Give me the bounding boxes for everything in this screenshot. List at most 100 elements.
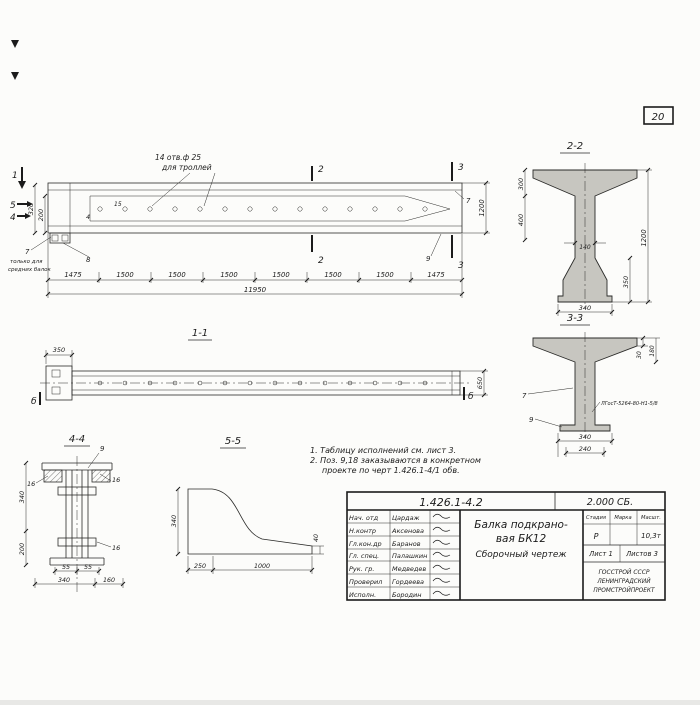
dim-350: 350 [622,276,630,288]
section-marker-4: 4 [10,213,31,223]
note-line3: проекте по черт 1.426.1-4/1 обв. [322,466,460,475]
dim-seg-4: 1500 [272,271,289,279]
signature [432,513,451,519]
sheets-label: Листов 3 [625,550,658,558]
trolley-holes [97,206,428,212]
staff-name-3: Палашкин [392,552,427,560]
dim-180: 180 [649,345,656,357]
pos-9: 9 [426,255,431,263]
signature [432,564,451,570]
hole-note-line1: 14 отв.ф 25 [155,153,201,162]
staff-role-5: Проверил [349,578,382,586]
plan-holes [97,380,428,386]
doc-number: 1.426.1-4.2 [419,496,482,509]
dim-650: 650 [476,377,484,389]
marker-4-label: 4 [10,213,16,223]
registration-marks [11,40,19,80]
section-2-2-title: 2-2 [567,141,583,152]
staff-role-4: Рук. гр. [349,565,374,573]
mass-value: 10,3т [641,532,662,540]
hole-note-line2: для троллей [161,163,212,172]
dim-320: 320 [27,203,35,215]
dim-seg-1: 1500 [116,271,133,279]
staff-name-1: Аксенова [391,527,424,535]
dim-400: 400 [517,214,525,226]
section-4-4: 4-4 9 16 16 16 340 [18,434,126,595]
dim-240: 240 [579,445,591,453]
pos-7b: 7 [466,197,471,205]
section-marker-1: 1 [12,167,26,189]
sheet-number-box: 20 [643,106,674,125]
section-3-3: 3-3 30 180 7 9 ЛГосТ-5264-80-Н1-5/8 340 … [522,313,660,457]
dim-1200-section: 1200 [640,229,648,246]
elevation-pos-labels: 4 7 только для средних балок 8 9 7 [8,190,471,273]
org-line1: ГОССТРОЙ СССР [598,569,649,576]
title-block: 1.426.1-4.2 2.000 СБ. Нач. отд Цардаж Н.… [346,491,666,601]
pos-16b: 16 [112,476,120,484]
col-mark: Марка [614,515,631,521]
dim-30: 30 [636,351,643,359]
pos-16c: 16 [112,544,120,552]
pos-9-section44: 9 [100,445,105,453]
dim-40: 40 [313,534,320,542]
dim-340: 340 [579,304,591,312]
dim-15: 15 [114,201,122,208]
marker-b-left: б [31,397,37,407]
elevation-dim-chain: 1475 1500 1500 1500 1500 1500 1500 1475 … [45,234,465,298]
weld-note: ЛГосТ-5264-80-Н1-5/8 [600,401,658,407]
staff-role-6: Исполн. [349,591,376,599]
dim-160: 160 [103,577,115,584]
section-5-5: 5-5 340 40 250 1000 [170,436,324,574]
marker-5-label: 5 [10,201,16,211]
pos-9-section33: 9 [529,416,534,424]
signature [432,539,451,545]
dim-140: 140 [579,244,591,251]
staff-name-6: Бородин [392,591,422,599]
dim-55b: 55 [84,564,92,571]
marker-b-right: б [468,392,474,402]
staff-name-0: Цардаж [392,514,420,522]
marker-3-bottom-label: 3 [458,261,464,271]
sheet-label: Лист 1 [588,550,613,558]
pos-16a: 16 [27,480,35,488]
staff-rows: Нач. отд Цардаж Н.контр Аксенова Гл.кон.… [349,513,451,599]
stage-value: Р [594,532,599,541]
dim-seg-7: 1475 [427,271,444,279]
section-marker-5: 5 [10,201,33,211]
dim-seg-5: 1500 [324,271,341,279]
staff-name-2: Баранов [392,540,421,548]
dim-200: 200 [37,209,45,221]
section-marker-2: 2 2 [311,165,324,266]
dim-340-section33: 340 [579,433,591,441]
dim-1200: 1200 [478,199,486,216]
staff-name-5: Гордеева [392,578,424,586]
drawing-title-line3: Сборочный чертеж [475,550,567,560]
marker-3-top-label: 3 [458,163,464,173]
drawing-title-line2: вая БК12 [496,533,547,545]
marker-1-label: 1 [12,171,18,181]
staff-role-0: Нач. отд [349,514,379,522]
signature [432,526,451,532]
sheet-number: 20 [652,112,665,123]
section-3-3-title: 3-3 [567,313,583,324]
signature [432,551,451,557]
drawing-title-line1: Балка подкрано- [474,519,568,531]
dim-340-bottom: 340 [58,577,70,584]
hole-note: 14 отв.ф 25 для троллей [151,153,216,207]
dim-300: 300 [517,178,525,190]
signature [432,577,451,583]
dim-seg-0: 1475 [64,271,81,279]
signature [432,590,451,596]
note-line1: 1. Таблицу исполнений см. лист 3. [310,446,456,455]
marker-2-top-label: 2 [318,165,324,175]
dim-seg-3: 1500 [220,271,237,279]
dim-340-left: 340 [18,491,26,503]
org-line3: ПРОМСТРОЙПРОЕКТ [593,587,655,594]
section-marker-3: 3 3 [451,162,464,271]
section-5-5-title: 5-5 [225,436,241,447]
staff-role-3: Гл. спец. [349,552,379,560]
notes: 1. Таблицу исполнений см. лист 3. 2. Поз… [310,446,481,475]
section-1-1-title: 1-1 [192,328,208,339]
pos-7-section33: 7 [522,392,527,400]
side-note-line2: средних балок [8,267,52,273]
